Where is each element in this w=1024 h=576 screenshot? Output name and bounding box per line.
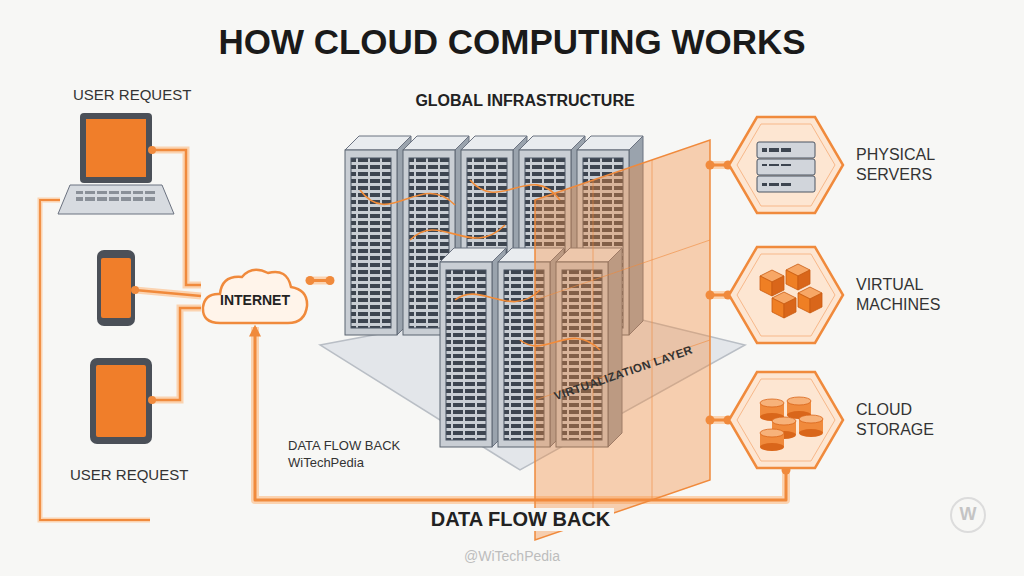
- internet-cloud: INTERNET: [200, 265, 310, 327]
- infrastructure-region: GLOBAL INFRASTRUCTUREVIRTUALIZATION LAYE…: [330, 88, 720, 473]
- service-hexagon: PHYSICAL SERVERS: [728, 115, 971, 215]
- panel-shape: [535, 140, 710, 540]
- virtualization-panel: VIRTUALIZATION LAYER: [535, 140, 710, 540]
- connector-dot: [306, 276, 315, 285]
- edge-label: DATA FLOW BACK: [427, 508, 615, 531]
- service-hexagon: CLOUD STORAGE: [728, 370, 971, 470]
- region-heading: GLOBAL INFRASTRUCTURE: [330, 88, 720, 110]
- node-label: PHYSICAL SERVERS: [856, 145, 971, 185]
- node-label: VIRTUAL MACHINES: [856, 275, 971, 315]
- diagram-title: HOW CLOUD COMPUTING WORKS: [0, 22, 1024, 62]
- device-label: USER REQUEST: [70, 465, 188, 485]
- device-label: USER REQUEST: [73, 85, 191, 105]
- service-hexagon: VIRTUAL MACHINES: [728, 245, 971, 345]
- hexagon-shape: [728, 115, 844, 215]
- logo-ring: [951, 498, 985, 532]
- wire-dots: [131, 146, 156, 404]
- node-label: CLOUD STORAGE: [856, 400, 971, 440]
- hexagon-shape: [728, 245, 844, 345]
- phone-icon: [97, 250, 135, 326]
- tablet-icon: [90, 358, 152, 444]
- connector: [306, 276, 335, 285]
- laptop-icon: [58, 113, 174, 214]
- node-label: INTERNET: [220, 284, 290, 308]
- vm-cubes-icon: [760, 264, 822, 318]
- device-wires: [40, 150, 201, 520]
- server-icon: [757, 142, 815, 192]
- logo-letter: W: [951, 503, 985, 526]
- watermark: @WiTechPedia: [0, 547, 1024, 565]
- flow-note: DATA FLOW BACK WiTechPedia: [288, 438, 418, 472]
- connector-dot: [326, 276, 335, 285]
- hexagon-shape: [728, 370, 844, 470]
- storage-icon: [760, 397, 823, 451]
